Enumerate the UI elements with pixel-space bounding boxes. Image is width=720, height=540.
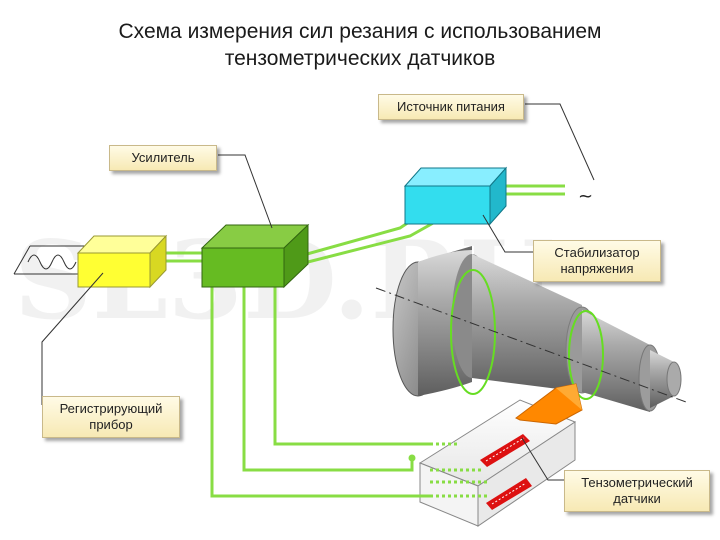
label-amplifier: Усилитель — [109, 145, 217, 171]
stabilizer-box — [403, 166, 508, 226]
cutting-tool — [418, 383, 583, 527]
label-stabilizer-line-2: напряжения — [560, 261, 634, 276]
label-power-source-text: Источник питания — [397, 99, 505, 114]
ac-symbol: ~ — [578, 186, 593, 207]
label-stabilizer: Стабилизатор напряжения — [533, 240, 661, 282]
label-amplifier-text: Усилитель — [131, 150, 195, 165]
wire-dots — [430, 442, 490, 498]
workpiece-shaft — [392, 246, 682, 412]
label-sensors-line-1: Тензометрический — [581, 475, 693, 490]
diagram-title: Схема измерения сил резания с использова… — [0, 18, 720, 72]
leader-lines — [41, 103, 595, 481]
title-line-1: Схема измерения сил резания с использова… — [118, 20, 602, 43]
amplifier-box — [200, 223, 310, 289]
recorder-box — [76, 234, 168, 289]
label-sensors: Тензометрический датчики — [564, 470, 710, 512]
label-sensors-line-2: датчики — [613, 491, 661, 506]
shaft-axis — [375, 287, 687, 403]
label-recorder-line-2: прибор — [89, 417, 133, 432]
oscillograph-trace — [13, 245, 86, 275]
label-power-source: Источник питания — [378, 94, 524, 120]
label-recorder: Регистрирующий прибор — [42, 396, 180, 438]
title-line-2: тензометрических датчиков — [224, 47, 496, 70]
label-stabilizer-line-1: Стабилизатор — [554, 245, 640, 260]
label-recorder-line-1: Регистрирующий — [59, 401, 163, 416]
